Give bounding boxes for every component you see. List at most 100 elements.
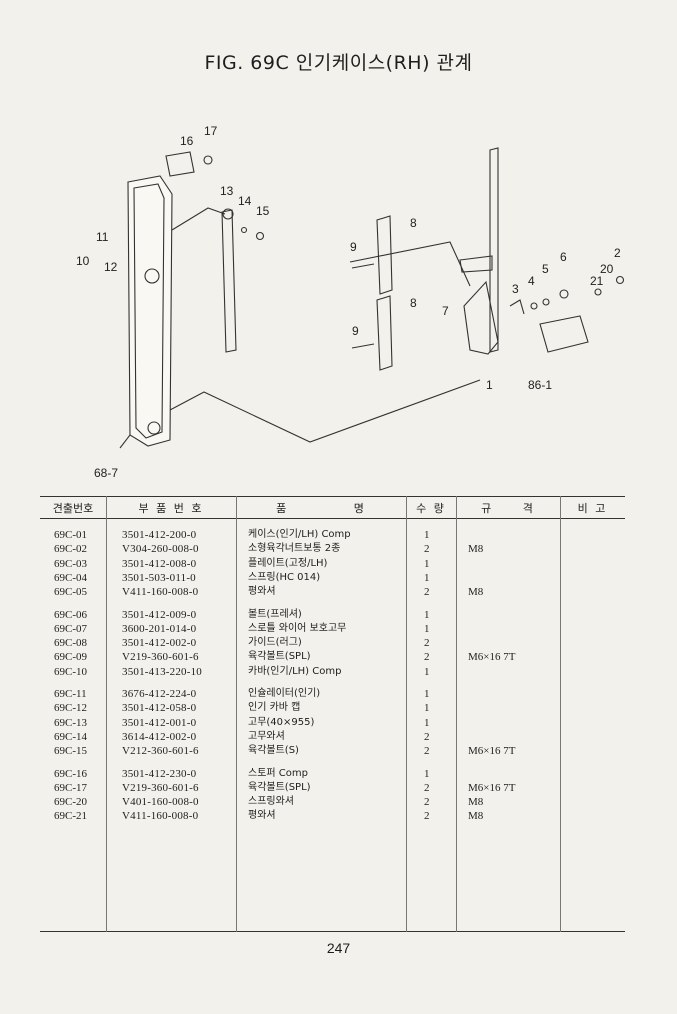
cell-qty: 1 xyxy=(424,622,430,635)
page-number: 247 xyxy=(326,940,351,956)
callout-16: 16 xyxy=(180,134,194,148)
cell-spec: M8 xyxy=(468,810,484,823)
callout-7: 7 xyxy=(442,304,449,318)
exploded-parts-diagram: 16 17 13 14 15 11 10 12 68-7 8 9 8 9 7 3… xyxy=(40,110,640,490)
callout-14: 14 xyxy=(238,194,252,208)
callout-6: 6 xyxy=(560,250,567,264)
header-ref-no: 견출번호 xyxy=(52,502,94,515)
cell-part-no: V304-260-008-0 xyxy=(122,543,199,556)
cell-part-no: 3501-412-200-0 xyxy=(122,529,197,541)
cell-part-no: 3501-412-009-0 xyxy=(122,608,197,621)
callout-1: 1 xyxy=(486,378,493,392)
cell-spec: M6×16 7T xyxy=(468,781,516,794)
cell-spec: M8 xyxy=(468,543,484,556)
table-row: 69C-02 V304-260-008-0 소형육각너트보통 2종 2 M8 xyxy=(40,542,625,556)
cell-qty: 1 xyxy=(424,529,430,541)
cell-ref-no: 69C-21 xyxy=(54,810,87,823)
cell-spec: M6×16 7T xyxy=(468,651,516,664)
cell-ref-no: 69C-17 xyxy=(54,781,87,794)
cell-part-name: 스프링(HC 014) xyxy=(248,571,321,583)
cell-ref-no: 69C-15 xyxy=(54,745,87,758)
cell-part-name: 고무(40×955) xyxy=(248,716,315,728)
callout-8-lower: 8 xyxy=(410,296,417,310)
callout-21: 21 xyxy=(590,274,604,288)
table-row: 69C-16 3501-412-230-0 스토퍼 Comp 1 xyxy=(40,767,625,781)
callout-13: 13 xyxy=(220,184,234,198)
cell-part-name: 케이스(인기/LH) Comp xyxy=(248,529,351,540)
cell-part-name: 육각볼트(S) xyxy=(248,745,299,757)
cell-part-no: 3501-412-001-0 xyxy=(122,716,197,729)
callout-68-7: 68-7 xyxy=(94,466,119,480)
page-title: FIG. 69C 인기케이스(RH) 관계 xyxy=(204,52,473,74)
cell-part-no: 3614-412-002-0 xyxy=(122,730,197,743)
cell-part-no: 3501-412-008-0 xyxy=(122,557,197,570)
cell-ref-no: 69C-05 xyxy=(54,586,87,599)
cell-ref-no: 69C-11 xyxy=(54,688,87,700)
cell-ref-no: 69C-02 xyxy=(54,543,87,556)
cell-spec: M8 xyxy=(468,796,484,809)
cell-qty: 2 xyxy=(424,796,430,809)
cell-qty: 1 xyxy=(424,716,430,729)
cell-part-no: V212-360-601-6 xyxy=(122,745,199,758)
cell-part-name: 평와셔 xyxy=(248,586,276,598)
cell-part-name: 스로틀 와이어 보호고무 xyxy=(248,622,347,634)
callout-20: 20 xyxy=(600,262,614,276)
cell-part-no: 3501-412-230-0 xyxy=(122,767,197,780)
header-part-no: 부 품 번 호 xyxy=(138,502,204,515)
cell-qty: 2 xyxy=(424,745,430,758)
cell-part-no: V411-160-008-0 xyxy=(122,810,199,823)
cell-part-name: 볼트(프레셔) xyxy=(248,608,302,620)
cell-part-name: 스프링와셔 xyxy=(248,796,294,808)
callout-8-upper: 8 xyxy=(410,216,417,230)
callout-10: 10 xyxy=(76,254,90,268)
cell-part-name: 플레이트(고정/LH) xyxy=(248,557,328,569)
header-part-name: 품 명 xyxy=(276,502,366,515)
cell-part-name: 육각볼트(SPL) xyxy=(248,651,311,663)
cell-part-no: V219-360-601-6 xyxy=(122,651,199,664)
cell-qty: 2 xyxy=(424,810,430,823)
table-row: 69C-03 3501-412-008-0 플레이트(고정/LH) 1 xyxy=(40,557,625,571)
header-spec: 규 격 xyxy=(481,502,535,515)
cell-part-name: 소형육각너트보통 2종 xyxy=(248,543,341,555)
cell-part-no: 3501-412-002-0 xyxy=(122,637,197,650)
cell-ref-no: 69C-09 xyxy=(54,651,87,664)
header-remarks: 비 고 xyxy=(577,502,608,515)
cell-ref-no: 69C-13 xyxy=(54,716,87,729)
cell-part-name: 스토퍼 Comp xyxy=(248,767,308,779)
cell-qty: 2 xyxy=(424,586,430,599)
cell-part-name: 가이드(러그) xyxy=(248,637,302,649)
cell-qty: 1 xyxy=(424,557,430,570)
cell-part-no: V401-160-008-0 xyxy=(122,796,199,809)
cell-ref-no: 69C-03 xyxy=(54,557,87,570)
cell-ref-no: 69C-07 xyxy=(54,622,87,635)
callout-9-lower: 9 xyxy=(352,324,359,338)
cell-part-no: 3501-413-220-10 xyxy=(122,665,202,678)
cell-qty: 2 xyxy=(424,543,430,556)
cell-qty: 1 xyxy=(424,702,430,715)
cell-ref-no: 69C-12 xyxy=(54,702,87,715)
cell-part-name: 인슐레이터(인기) xyxy=(248,688,321,699)
callout-3: 3 xyxy=(512,282,519,296)
header-qty: 수 량 xyxy=(416,502,446,515)
cell-ref-no: 69C-16 xyxy=(54,767,87,780)
cell-qty: 1 xyxy=(424,767,430,780)
cell-part-no: V219-360-601-6 xyxy=(122,781,199,794)
cell-part-name: 육각볼트(SPL) xyxy=(248,781,311,793)
callout-12: 12 xyxy=(104,260,118,274)
cell-part-name: 인기 카바 캡 xyxy=(248,702,301,714)
callout-2: 2 xyxy=(614,246,621,260)
cell-qty: 1 xyxy=(424,688,430,700)
